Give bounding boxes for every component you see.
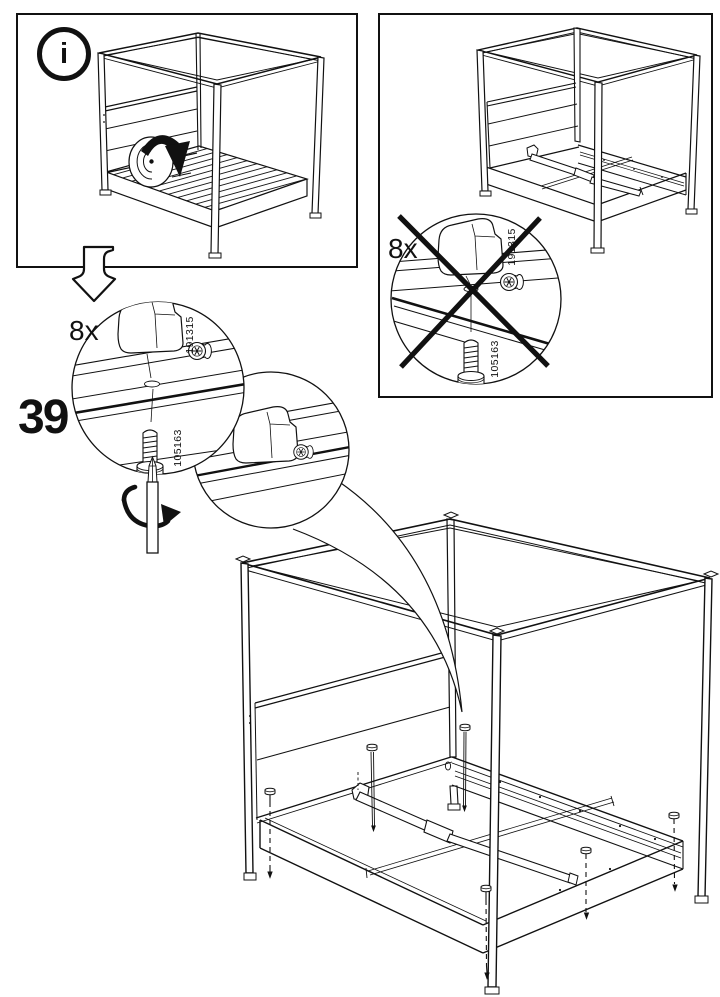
quantity-label-wrong-panel: 8x — [388, 233, 418, 264]
detail-circle-exploded — [71, 301, 245, 475]
main-bed-illustration — [234, 511, 720, 995]
screw-part-number-wrong-panel: 105163 — [489, 340, 501, 378]
cross-out-x — [397, 214, 550, 369]
screwdriver — [121, 455, 181, 554]
info-panel — [16, 13, 358, 268]
info-panel-bed-illustration — [97, 32, 325, 259]
wrong-method-detail-circle — [390, 213, 562, 385]
wrong-panel-bed-illustration — [476, 27, 701, 254]
cam-part-number-wrong-panel: 191315 — [506, 228, 518, 266]
screws-with-guides — [264, 723, 680, 979]
quantity-label: 8x — [69, 315, 99, 346]
info-icon: i — [37, 27, 91, 81]
cam-part-number: 191315 — [184, 316, 196, 354]
continue-arrow — [71, 245, 117, 303]
step-number: 39 — [18, 391, 69, 444]
wrong-method-panel — [378, 13, 713, 398]
info-icon-glyph: i — [59, 37, 69, 70]
detail-callout-tail — [292, 480, 463, 713]
screw-part-number: 105163 — [172, 429, 184, 467]
